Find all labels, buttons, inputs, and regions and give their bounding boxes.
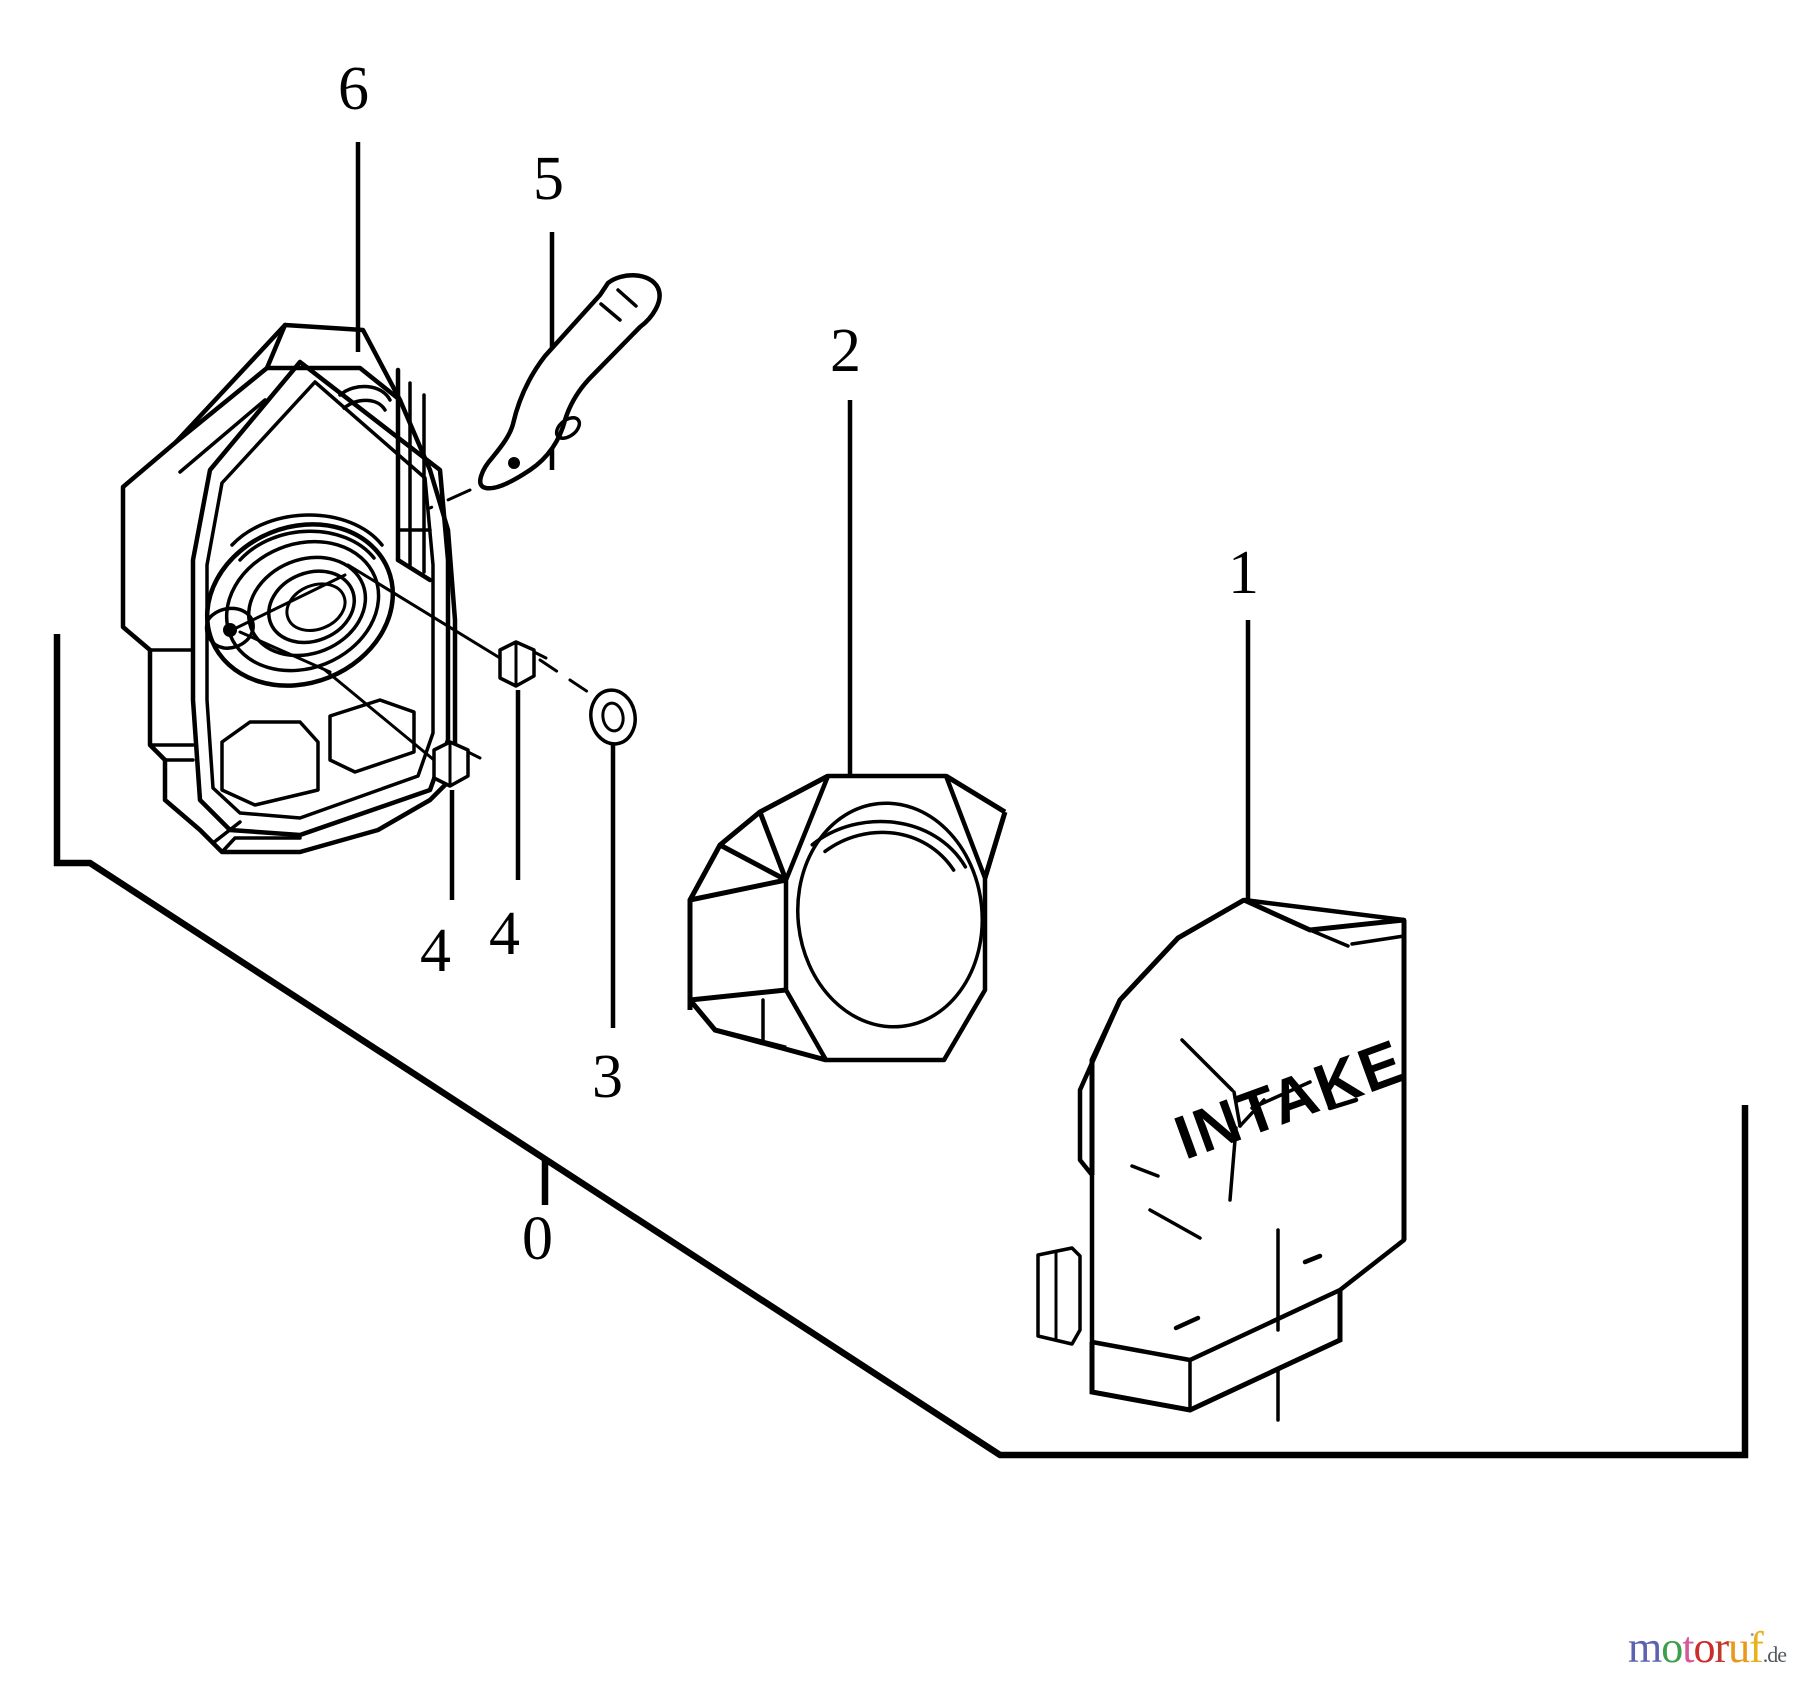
part-crankcase-intake-housing bbox=[120, 322, 458, 855]
callout-2: 2 bbox=[830, 317, 861, 385]
logo-accent-dot: • bbox=[1750, 1627, 1754, 1642]
logo-letter-f: f bbox=[1749, 1623, 1764, 1672]
lever-assembly-guideline bbox=[428, 488, 472, 510]
motoruf-watermark: • motoruf.de bbox=[1628, 1623, 1787, 1672]
callout-1: 1 bbox=[1228, 539, 1259, 607]
part-screw-upper bbox=[498, 640, 548, 688]
logo-letter-o1: o bbox=[1661, 1623, 1683, 1672]
logo-letter-m: m bbox=[1628, 1623, 1662, 1672]
callout-6: 6 bbox=[338, 55, 369, 123]
callout-3: 3 bbox=[592, 1043, 623, 1111]
screw-install-axes bbox=[230, 563, 602, 762]
callout-5: 5 bbox=[533, 145, 564, 213]
callout-4-upper: 4 bbox=[489, 900, 520, 968]
logo-letter-u: u bbox=[1728, 1623, 1750, 1672]
logo-letter-o2: o bbox=[1693, 1623, 1715, 1672]
part-hex-nut-ring bbox=[687, 773, 1008, 1063]
part-screw-lower bbox=[432, 740, 482, 788]
logo-tld: .de bbox=[1762, 1642, 1787, 1667]
leader-lines bbox=[355, 142, 1251, 1028]
assembly-group-bracket bbox=[53, 634, 1749, 1459]
part-choke-lever bbox=[478, 273, 662, 491]
logo-letter-r: r bbox=[1714, 1623, 1729, 1672]
logo-letter-t: t bbox=[1682, 1623, 1694, 1672]
callout-0: 0 bbox=[522, 1205, 553, 1273]
part-washer bbox=[589, 688, 637, 746]
callout-4-lower: 4 bbox=[420, 917, 451, 985]
part-intake-cover: INTAKE bbox=[1036, 897, 1414, 1422]
